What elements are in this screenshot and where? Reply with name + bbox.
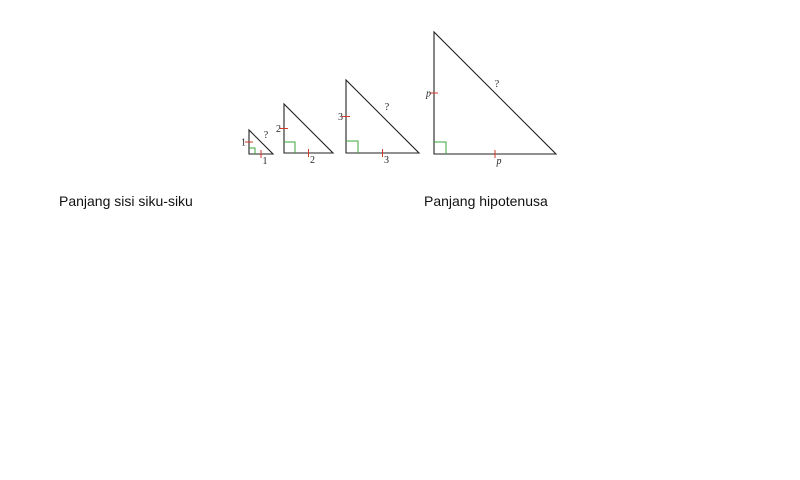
triangle-1: 1 1? <box>241 128 275 167</box>
right-angle-marker <box>249 147 256 154</box>
hypotenuse-label: ? <box>385 102 390 113</box>
triangle-outline <box>283 102 335 154</box>
triangle-3: 3 3? <box>338 78 421 166</box>
right-angle-marker <box>434 141 447 154</box>
horizontal-leg-label: 3 <box>384 155 389 166</box>
triangle-4: p p? <box>425 30 558 167</box>
triangle-2: 22 <box>276 102 335 166</box>
caption-legs: Panjang sisi siku-siku <box>59 193 193 209</box>
caption-hypotenuse: Panjang hipotenusa <box>424 193 548 209</box>
vertical-leg-label: p <box>425 89 431 100</box>
triangle-outline <box>345 78 421 154</box>
right-angle-marker <box>284 141 296 153</box>
vertical-leg-label: 3 <box>338 112 343 123</box>
horizontal-leg-label: p <box>496 156 502 167</box>
triangle-outline <box>433 30 558 155</box>
right-angle-marker <box>346 140 359 153</box>
hypotenuse-label: ? <box>495 79 500 90</box>
vertical-leg-label: 2 <box>276 124 281 135</box>
vertical-leg-label: 1 <box>241 138 246 149</box>
horizontal-leg-label: 1 <box>263 156 268 167</box>
horizontal-leg-label: 2 <box>310 155 315 166</box>
hypotenuse-label: ? <box>264 130 269 141</box>
